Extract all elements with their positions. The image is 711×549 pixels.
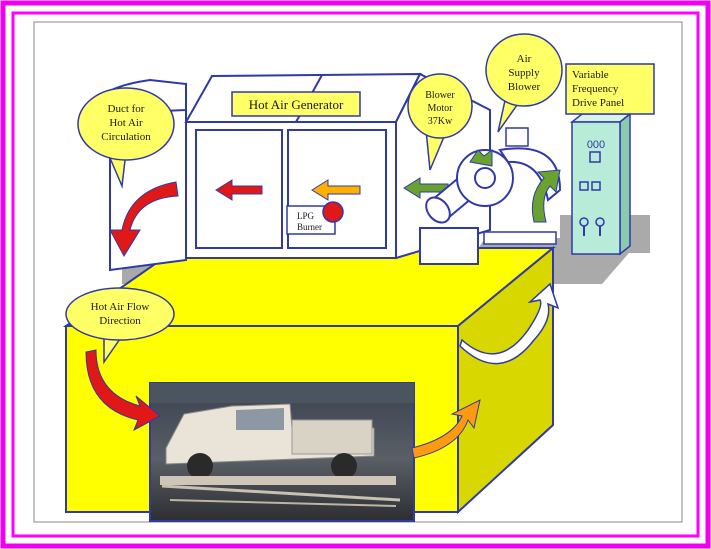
generator-section-2 xyxy=(287,129,387,249)
blower-motor-label-1: Blower xyxy=(425,90,455,101)
curved-arrow-up-icon xyxy=(459,282,560,365)
air-blower-label-3: Blower xyxy=(508,81,541,93)
curved-arrow-down-icon xyxy=(109,181,179,258)
curved-arrow-up-right-icon xyxy=(411,399,481,459)
vfd-panel: 000 xyxy=(569,112,633,256)
vfd-label-2: Frequency xyxy=(572,83,619,95)
callout-air-blower: Air Supply Blower xyxy=(485,33,563,133)
blower-motor-label-2: Motor xyxy=(428,103,454,114)
air-blower-label-1: Air xyxy=(517,53,532,65)
generator-section-1 xyxy=(195,129,283,249)
vfd-label-3: Drive Panel xyxy=(572,97,624,109)
blower-motor-label-3: 37Kw xyxy=(428,116,453,127)
blower-outlet-arrow-icon xyxy=(469,149,493,167)
vfd-label-1: Variable xyxy=(572,69,609,81)
callout-duct: Duct for Hot Air Circulation xyxy=(77,87,175,189)
burner-flame-icon xyxy=(322,201,344,223)
duct-label-3: Circulation xyxy=(101,131,151,143)
burner-label-1: LPG xyxy=(297,211,315,221)
callout-vfd-panel: Variable Frequency Drive Panel xyxy=(565,63,655,115)
flow-direction-label-2: Direction xyxy=(99,315,141,327)
duct-label-2: Hot Air xyxy=(109,117,143,129)
callout-flow-direction: Hot Air Flow Direction xyxy=(65,287,175,365)
flow-into-photo-icon xyxy=(85,349,161,432)
burner-label-2: Burner xyxy=(297,222,322,232)
pickup-truck-photo xyxy=(149,382,415,522)
blower-base xyxy=(483,231,557,245)
left-arrow-icon xyxy=(215,179,263,201)
generator-label: Hot Air Generator xyxy=(249,97,344,112)
inner-frame xyxy=(11,11,700,538)
callout-blower-motor: Blower Motor 37Kw xyxy=(407,73,473,171)
motor-base xyxy=(419,227,479,265)
duct-label-1: Duct for xyxy=(108,103,145,115)
blower-return-icon xyxy=(531,169,561,223)
generator-label-box xyxy=(231,91,361,117)
svg-text:000: 000 xyxy=(587,139,605,151)
flow-direction-label-1: Hot Air Flow xyxy=(91,301,150,313)
air-blower-label-2: Supply xyxy=(508,67,540,79)
left-arrow-icon xyxy=(311,179,361,201)
